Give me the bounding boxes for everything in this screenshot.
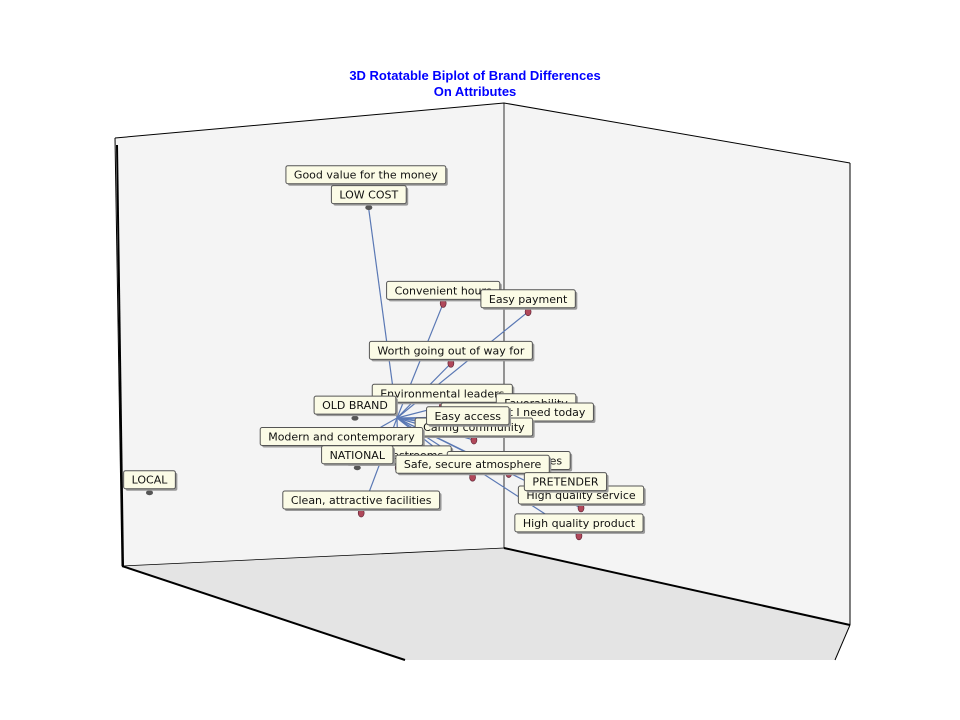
attribute-label-convenient-hours: Convenient hours	[386, 280, 502, 302]
attribute-label-safe-secure-atmosphere: Safe, secure atmosphere	[395, 454, 552, 476]
attribute-label-text: Clean, attractive facilities	[291, 494, 432, 507]
attribute-label-text: Easy access	[435, 410, 502, 423]
brand-label-box	[313, 395, 397, 415]
brand-label-box	[330, 185, 407, 205]
attribute-label-box	[395, 454, 550, 474]
chart-title: 3D Rotatable Biplot of Brand Differences…	[0, 68, 950, 100]
attribute-label-box	[282, 490, 441, 510]
attribute-label-box	[368, 340, 533, 360]
attribute-label-easy-payment: Easy payment	[480, 289, 578, 310]
attribute-label-text: Environmental leaders	[380, 387, 504, 400]
box-edge-left	[114, 137, 123, 567]
attribute-label-worth-going-out-of-way-for: Worth going out of way for	[368, 340, 535, 362]
floor	[122, 548, 850, 660]
attribute-label-text: Convenient hours	[395, 284, 492, 297]
brand-label-local: LOCAL	[123, 470, 178, 491]
attribute-label-environmental-leaders: Environmental leaders	[371, 383, 515, 405]
right-wall	[504, 103, 850, 625]
brand-point-national[interactable]	[353, 465, 361, 471]
attribute-label-text: Modern and contemporary	[268, 431, 415, 444]
brand-label-box	[523, 472, 608, 492]
chart-title-line-1: 3D Rotatable Biplot of Brand Differences	[349, 68, 601, 83]
attribute-label-box	[480, 289, 576, 309]
chart-title-line-2: On Attributes	[433, 84, 517, 99]
attribute-label-clean-attractive-facilities: Clean, attractive facilities	[282, 490, 442, 512]
attribute-label-easy-access: Easy access	[426, 406, 512, 427]
room-box	[114, 102, 851, 661]
box-edge-floor-front-right	[834, 624, 851, 661]
box-edge-floor-front	[121, 565, 406, 661]
brand-label-text: OLD BRAND	[322, 399, 388, 412]
brand-label-low-cost: LOW COST	[330, 185, 409, 206]
vector-good-value-for-the-money	[365, 187, 398, 419]
brand-label-text: LOCAL	[132, 474, 169, 487]
box-edge-floor-left	[121, 547, 505, 567]
brand-label-text: PRETENDER	[532, 476, 599, 489]
brand-label-old-brand: OLD BRAND	[313, 395, 398, 417]
attribute-label-text: High quality product	[523, 517, 636, 530]
attribute-label-box	[285, 165, 447, 185]
brand-point-low-cost[interactable]	[365, 205, 373, 211]
brand-label-pretender: PRETENDER	[523, 472, 609, 493]
brand-label-box	[123, 470, 176, 490]
attribute-label-modern-and-contemporary: Modern and contemporary	[259, 427, 425, 448]
brand-label-text: NATIONAL	[330, 449, 386, 462]
box-edge-floor-right	[503, 547, 851, 626]
box-edge-left-thick	[116, 144, 124, 567]
attribute-label-box	[514, 513, 644, 533]
brand-point-old-brand[interactable]	[351, 415, 359, 421]
attribute-label-text: Safe, secure atmosphere	[404, 458, 542, 471]
brand-label-text: LOW COST	[339, 189, 398, 202]
attribute-label-text: Worth going out of way for	[377, 344, 524, 357]
attribute-label-text: Good value for the money	[294, 169, 438, 182]
attribute-label-box	[426, 406, 510, 426]
attribute-label-high-quality-product: High quality product	[514, 513, 646, 534]
brand-label-national: NATIONAL	[321, 445, 395, 466]
attribute-label-good-value-for-the-money: Good value for the money	[285, 165, 448, 186]
brand-label-box	[321, 445, 394, 465]
brand-point-local[interactable]	[146, 490, 153, 496]
attribute-label-text: Easy payment	[489, 293, 568, 306]
